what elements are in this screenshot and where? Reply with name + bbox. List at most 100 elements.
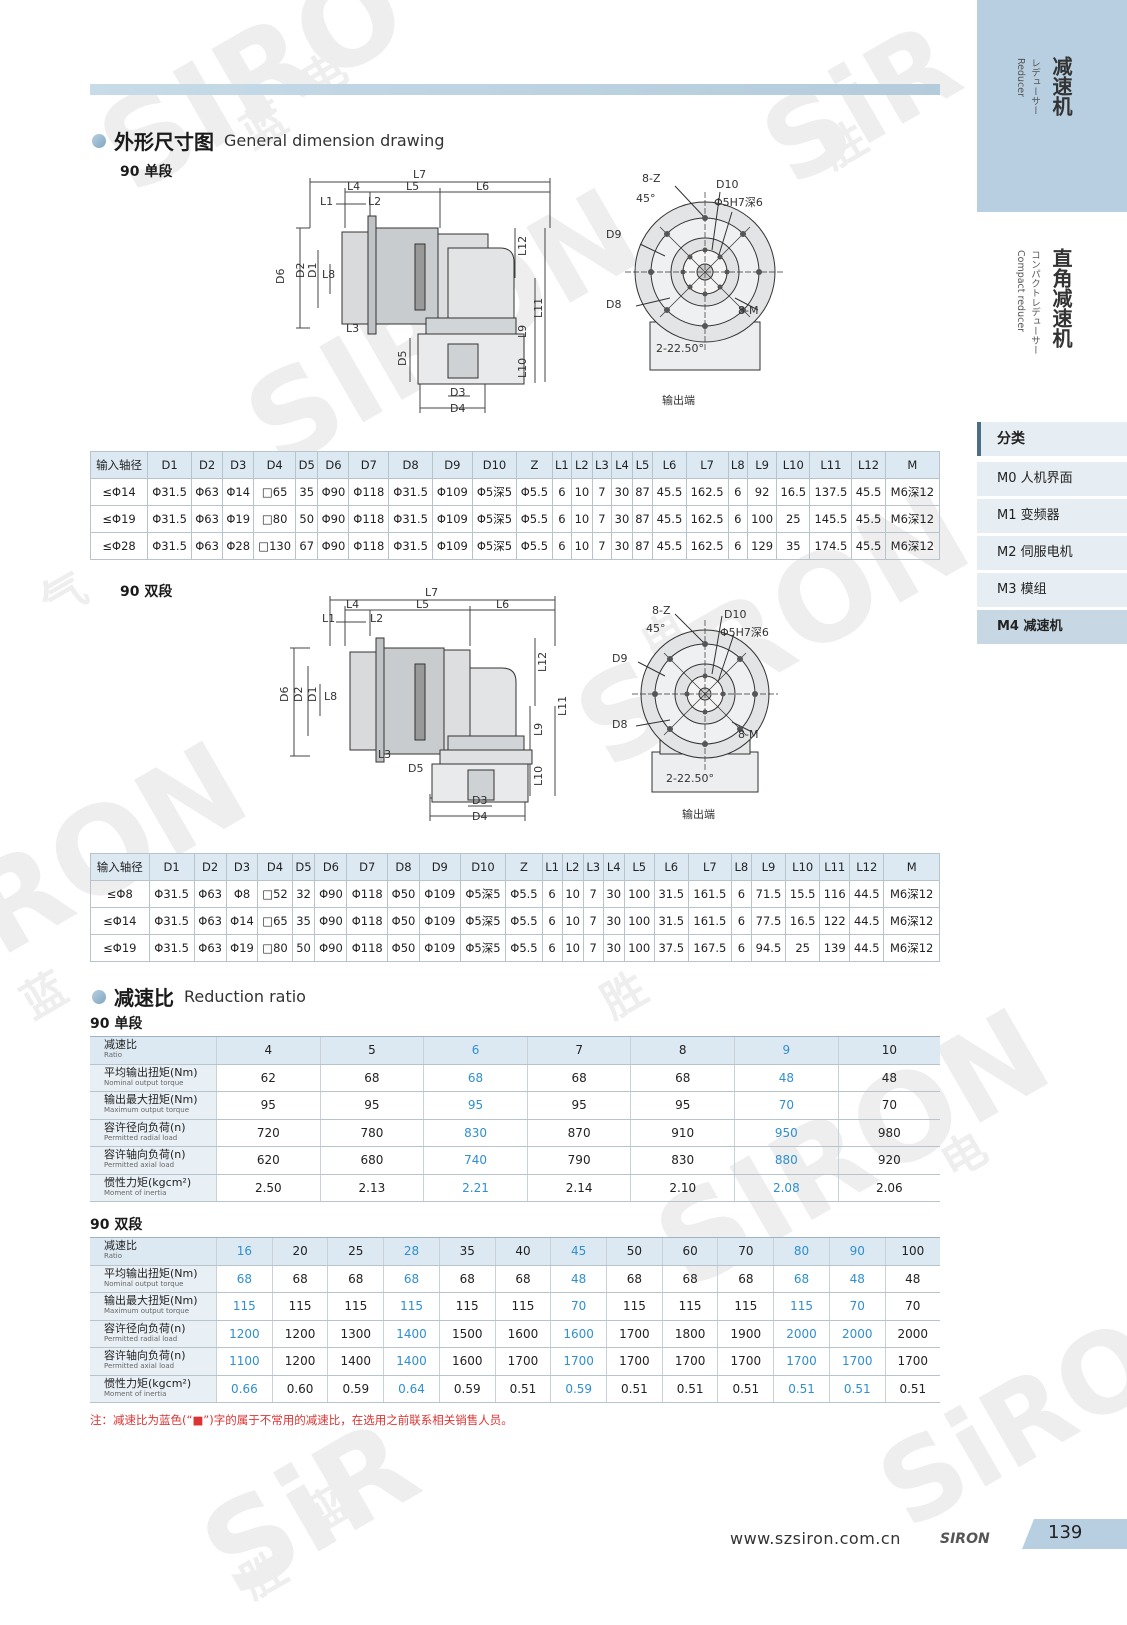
row-label-en: Maximum output torque: [104, 1307, 189, 1316]
sidebar-title-compact: 直角减速机: [1049, 248, 1073, 348]
table-cell: 45.5: [851, 532, 886, 560]
dim-label: 8-Z: [652, 604, 671, 617]
category-item-m3[interactable]: M3 模组: [977, 573, 1127, 607]
table-cell: 1800: [661, 1320, 718, 1348]
table-cell: 30: [611, 478, 633, 506]
table-cell: 1500: [438, 1320, 496, 1348]
table-cell: 68: [216, 1265, 273, 1293]
category-heading: 分类: [977, 422, 1127, 456]
table-cell: 10: [571, 478, 593, 506]
table-cell: 45.5: [652, 532, 687, 560]
dim-label: D8: [606, 298, 621, 311]
watermark-logo: SiR: [179, 1394, 440, 1625]
column-header: D10: [471, 451, 518, 479]
table-cell: ≤Φ19: [90, 934, 150, 962]
row-label: 平均输出扭矩(Nm)Nominal output torque: [90, 1064, 217, 1092]
row-label-en: Nominal output torque: [104, 1279, 184, 1288]
table-cell: Φ63: [193, 907, 227, 935]
table-cell: 87: [631, 532, 654, 560]
dim-label: D8: [612, 718, 627, 731]
table-cell: Φ118: [346, 880, 389, 908]
table-cell: 0.59: [438, 1375, 496, 1403]
table-cell: 162.5: [685, 532, 729, 560]
watermark-char: 蓝: [12, 962, 77, 1029]
column-header: D4: [257, 853, 293, 881]
row-label: 容许径向负荷(n)Permitted radial load: [90, 1320, 217, 1348]
table-cell: 31.5: [653, 907, 689, 935]
watermark-char: 胜: [812, 112, 877, 179]
table-cell: 95: [319, 1091, 424, 1120]
row-label-cn: 容许轴向负荷(n): [104, 1349, 186, 1363]
row-label-en: Ratio: [104, 1252, 122, 1261]
table-cell: 0.51: [494, 1375, 551, 1403]
single-stage-end-drawing: 8-Z 45° D10 Φ5H7深6 D9 D8 8-M 2-22.50° 输出…: [606, 172, 785, 407]
dim-label: L12: [536, 652, 549, 672]
table-cell: 2.10: [630, 1174, 735, 1202]
table-cell: Φ5深5: [471, 505, 518, 533]
category-item-m1[interactable]: M1 变频器: [977, 499, 1127, 533]
table-cell: Φ5深5: [459, 880, 507, 908]
table-cell: 35: [438, 1237, 496, 1266]
table-cell: 6: [551, 532, 573, 560]
footnote: 注：减速比为蓝色(“■”)字的属于不常用的减速比，在选用之前联系相关销售人员。: [90, 1413, 513, 1427]
table-cell: 1600: [438, 1347, 496, 1376]
table-cell: 0.60: [271, 1375, 328, 1403]
column-header: D2: [191, 451, 224, 479]
column-header: D7: [348, 451, 390, 479]
table-cell: 720: [216, 1119, 321, 1147]
category-item-m0[interactable]: M0 人机界面: [977, 462, 1127, 496]
double-stage-end-drawing: 8-Z 45° D10 Φ5H7深6 D9 D8 8-M 2-22.50° 输出…: [612, 604, 778, 821]
table-cell: 1600: [494, 1320, 551, 1348]
table-cell: 0.51: [828, 1375, 886, 1403]
table-cell: Φ109: [432, 478, 473, 506]
table-cell: 1400: [327, 1347, 384, 1376]
category-item-m2[interactable]: M2 伺服电机: [977, 536, 1127, 570]
dim-label: L10: [532, 766, 545, 786]
table-cell: 48: [884, 1265, 940, 1293]
table-cell: 2.06: [837, 1174, 940, 1202]
column-header: L2: [571, 451, 593, 479]
table-cell: 68: [773, 1265, 830, 1293]
table-cell: 116: [819, 880, 851, 908]
row-label-cn: 减速比: [104, 1038, 137, 1052]
column-header: D4: [253, 451, 297, 479]
table-cell: Φ31.5: [388, 532, 434, 560]
dim-label: D10: [724, 608, 746, 621]
dim-label: L11: [556, 696, 569, 716]
table-cell: 68: [327, 1265, 384, 1293]
sidebar: 减速机 レデューサー Reducer 直角减速机 コンパクトレデューサー Com…: [977, 0, 1127, 1600]
table-cell: 70: [828, 1292, 886, 1321]
table-cell: 880: [734, 1146, 839, 1175]
category-item-m4[interactable]: M4 减速机: [977, 610, 1127, 644]
table-cell: 48: [734, 1064, 839, 1092]
table-cell: 162.5: [685, 478, 729, 506]
row-label-cn: 容许径向负荷(n): [104, 1120, 186, 1134]
table-cell: 68: [526, 1064, 631, 1092]
table-cell: 48: [837, 1064, 940, 1092]
table-cell: 10: [561, 934, 584, 962]
table-cell: 1700: [717, 1347, 774, 1376]
dim-label: 2-22.50°: [666, 772, 714, 785]
table-cell: 31.5: [653, 880, 689, 908]
table-cell: 100: [623, 934, 655, 962]
table-cell: Φ109: [418, 880, 461, 908]
table-cell: 174.5: [809, 532, 853, 560]
ratio-double-label: 90 双段: [90, 1217, 143, 1233]
column-header: L6: [653, 853, 689, 881]
table-cell: 115: [327, 1292, 384, 1321]
dim-label: L2: [370, 612, 383, 625]
row-label-cn: 容许轴向负荷(n): [104, 1148, 186, 1162]
table-cell: 70: [717, 1237, 774, 1266]
table-cell: Φ28: [222, 532, 255, 560]
dim-label: L6: [476, 180, 489, 193]
section-title-cn: 外形尺寸图: [114, 130, 214, 154]
table-cell: Φ118: [348, 505, 390, 533]
footer-url[interactable]: www.szsiron.com.cn: [730, 1529, 901, 1548]
